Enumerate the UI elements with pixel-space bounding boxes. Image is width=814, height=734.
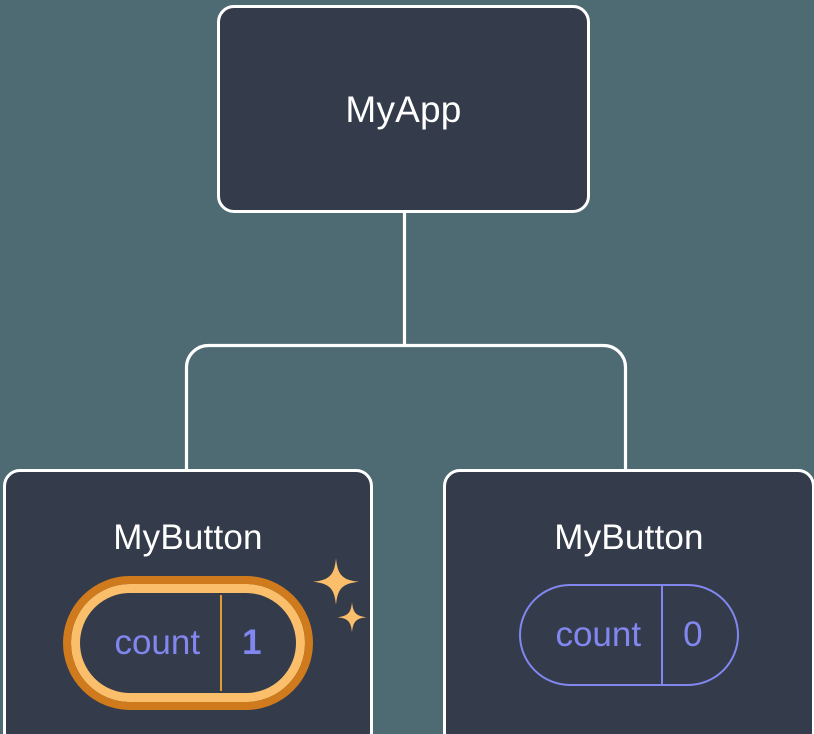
component-node-mybutton-left[interactable]: MyButton count 1 <box>3 469 373 734</box>
state-key: count <box>114 623 201 662</box>
state-pill-divider <box>661 586 664 684</box>
state-key: count <box>555 615 642 654</box>
state-pill-normal[interactable]: count 0 <box>519 584 739 686</box>
state-value: 1 <box>242 623 262 662</box>
edge-app-to-children <box>184 211 628 470</box>
component-node-myapp[interactable]: MyApp <box>217 5 590 213</box>
component-label: MyButton <box>113 518 263 557</box>
component-label: MyButton <box>554 518 704 557</box>
component-label: MyApp <box>345 88 462 130</box>
state-pill-divider <box>220 595 223 691</box>
state-pill-wrapper: count 0 <box>519 584 739 686</box>
state-pill-highlighted[interactable]: count 1 <box>63 576 313 710</box>
component-node-mybutton-right[interactable]: MyButton count 0 <box>443 469 814 734</box>
state-pill-wrapper: count 1 <box>63 576 313 710</box>
state-value: 0 <box>683 615 703 654</box>
